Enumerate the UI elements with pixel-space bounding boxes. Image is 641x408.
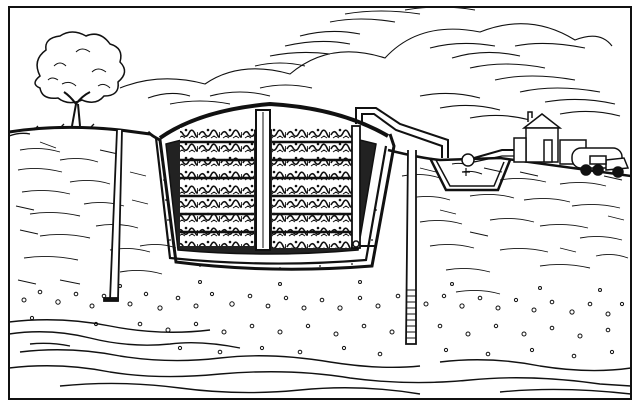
landfill-diagram bbox=[0, 0, 641, 408]
